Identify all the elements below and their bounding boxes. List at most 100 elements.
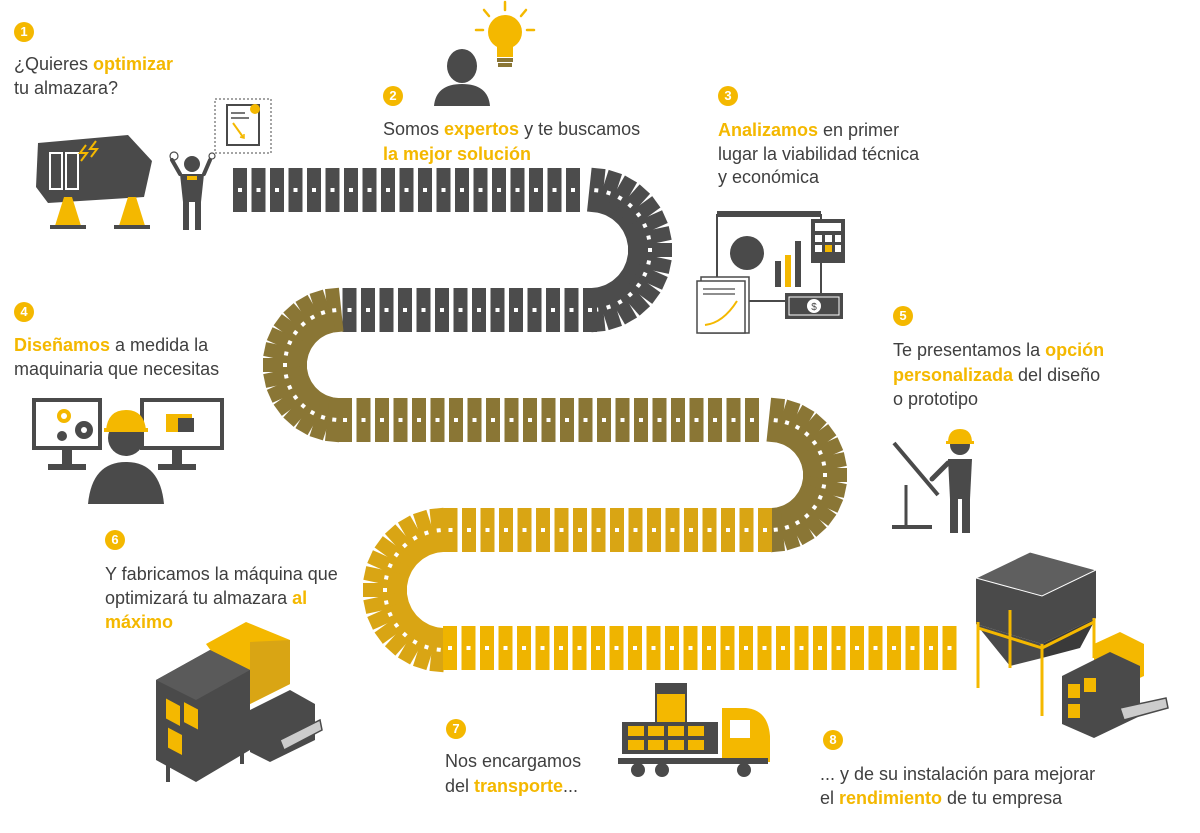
designer-monitors-icon bbox=[32, 398, 224, 504]
belt-segment bbox=[616, 196, 661, 234]
belt-segment bbox=[792, 488, 837, 526]
belt-segment bbox=[554, 626, 568, 670]
step-text-line: ¿Quieres optimizar bbox=[14, 54, 174, 74]
belt-segment bbox=[472, 288, 486, 332]
belt-segment bbox=[436, 168, 451, 212]
belt-segment bbox=[786, 494, 827, 537]
belt-segment bbox=[800, 475, 847, 498]
belt-segment bbox=[708, 398, 722, 442]
belt-segment bbox=[273, 378, 318, 416]
step-text-line: Te presentamos la opción bbox=[893, 340, 1105, 360]
belt-segment bbox=[689, 398, 704, 442]
belt-segment bbox=[490, 288, 505, 332]
belt-segment bbox=[399, 168, 414, 212]
belt-segment bbox=[473, 168, 488, 212]
belt-segment bbox=[480, 626, 494, 670]
belt-segment bbox=[535, 626, 550, 670]
belt-segment bbox=[397, 619, 433, 665]
belt-segment bbox=[665, 508, 680, 552]
belt-segment bbox=[625, 251, 672, 274]
belt-segment bbox=[739, 626, 753, 670]
belt-segment bbox=[486, 398, 500, 442]
belt-segment bbox=[273, 314, 318, 352]
belt-segment bbox=[776, 626, 790, 670]
belt-segment bbox=[367, 550, 414, 581]
belt-segment bbox=[462, 508, 476, 552]
belt-segment bbox=[942, 626, 957, 670]
belt-segment bbox=[325, 168, 340, 212]
belt-segment bbox=[461, 626, 476, 670]
belt-segment bbox=[467, 398, 482, 442]
belt-segment bbox=[591, 508, 606, 552]
belt-segment bbox=[554, 508, 569, 552]
belt-segment bbox=[602, 175, 638, 221]
belt-segment bbox=[573, 508, 587, 552]
belt-segment bbox=[702, 626, 716, 670]
belt-segment bbox=[356, 398, 371, 442]
belt-segment bbox=[628, 508, 643, 552]
step-text-line: Somos expertos y te buscamos bbox=[383, 119, 641, 139]
belt-segment bbox=[283, 384, 324, 427]
belt-segment bbox=[652, 398, 667, 442]
belt-segment bbox=[233, 168, 247, 212]
belt-segment bbox=[924, 626, 938, 670]
step-text-line: Diseñamos a medida la bbox=[14, 335, 209, 355]
step-text-line: tu almazara? bbox=[14, 78, 119, 98]
belt-segment bbox=[381, 168, 395, 212]
belt-segment bbox=[850, 626, 864, 670]
belt-segment bbox=[684, 508, 698, 552]
belt-segment bbox=[412, 398, 426, 442]
belt-segment bbox=[797, 482, 844, 513]
belt-segment bbox=[309, 289, 337, 336]
belt-segment bbox=[416, 288, 431, 332]
belt-segment bbox=[443, 508, 458, 552]
belt-segment bbox=[726, 398, 741, 442]
belt-segment bbox=[342, 288, 357, 332]
belt-segment bbox=[646, 626, 661, 670]
belt-segment bbox=[609, 626, 624, 670]
belt-segment bbox=[453, 288, 468, 332]
belt-segment bbox=[647, 508, 661, 552]
belt-segment bbox=[868, 626, 883, 670]
lightbulb-icon bbox=[474, 0, 536, 67]
step-text-line: lugar la viabilidad técnica bbox=[718, 144, 920, 164]
step-text-line: el rendimiento de tu empresa bbox=[820, 788, 1063, 808]
step-text-line: y económica bbox=[718, 167, 820, 187]
belt-segment bbox=[344, 168, 358, 212]
belt-segment bbox=[375, 398, 389, 442]
belt-segment bbox=[813, 626, 827, 670]
step-number-badge: 1 bbox=[14, 22, 34, 42]
belt-segment bbox=[560, 398, 574, 442]
belt-segment bbox=[546, 288, 560, 332]
belt-segment bbox=[616, 266, 661, 304]
step-number-badge: 5 bbox=[893, 306, 913, 326]
belt-segment bbox=[831, 626, 846, 670]
belt-segment bbox=[283, 303, 324, 346]
belt-segment bbox=[307, 168, 321, 212]
belt-segment bbox=[435, 288, 449, 332]
step-number-badge: 3 bbox=[718, 86, 738, 106]
belt-segment bbox=[773, 399, 801, 446]
step-number-badge: 6 bbox=[105, 530, 125, 550]
belt-segment bbox=[671, 398, 685, 442]
belt-segment bbox=[384, 613, 425, 656]
belt-segment bbox=[413, 509, 440, 557]
step-number-badge: 2 bbox=[383, 86, 403, 106]
step-text-line: Y fabricamos la máquina que bbox=[105, 564, 338, 584]
belt-segment bbox=[794, 626, 809, 670]
belt-segment bbox=[720, 626, 735, 670]
belt-segment bbox=[757, 626, 772, 670]
belt-segment bbox=[270, 168, 284, 212]
machine-icon bbox=[156, 622, 323, 782]
belt-segment bbox=[739, 508, 754, 552]
belt-segment bbox=[288, 168, 303, 212]
belt-segment bbox=[780, 404, 815, 450]
broken-machine-icon bbox=[36, 135, 152, 229]
belt-segment bbox=[527, 288, 542, 332]
belt-segment bbox=[362, 168, 377, 212]
belt-segment bbox=[536, 508, 550, 552]
belt-segment bbox=[504, 398, 519, 442]
belt-segment bbox=[541, 398, 556, 442]
step-number-badge: 8 bbox=[823, 730, 843, 750]
